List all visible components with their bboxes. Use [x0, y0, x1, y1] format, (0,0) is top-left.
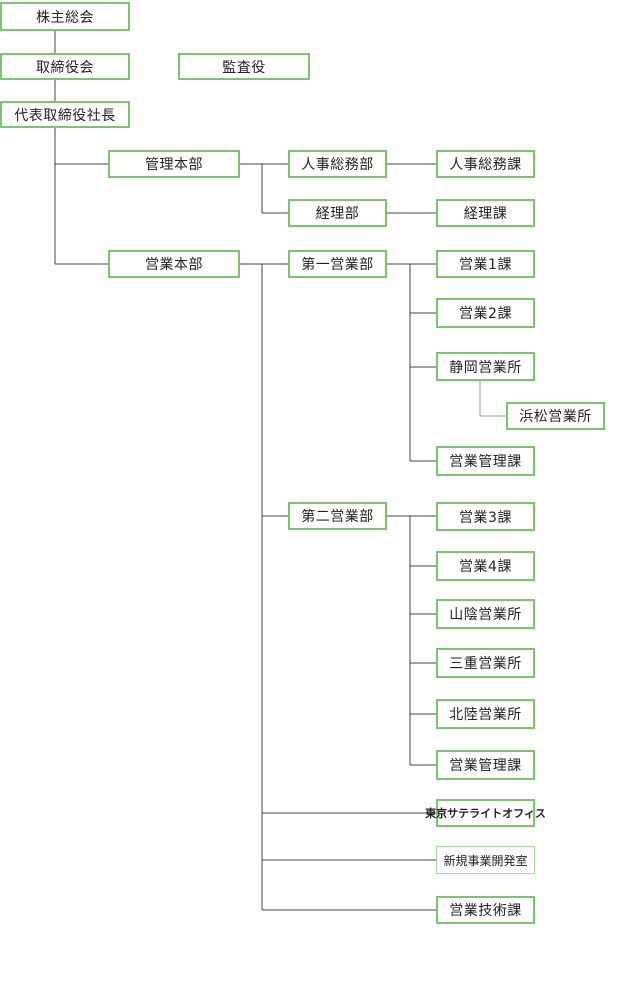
node-hamamatsu-office: 浜松営業所	[506, 402, 605, 430]
node-shizuoka-office: 静岡営業所	[436, 352, 535, 381]
node-hr-general-affairs-section: 人事総務課	[436, 150, 535, 178]
node-admin-hq: 管理本部	[108, 150, 240, 178]
node-board-of-directors: 取締役会	[0, 53, 130, 80]
node-mie-office: 三重営業所	[436, 648, 535, 678]
node-president: 代表取締役社長	[0, 101, 130, 128]
node-sales2-dept: 第二営業部	[288, 502, 387, 530]
node-sales-section-4: 営業4課	[436, 551, 535, 581]
node-sales1-dept: 第一営業部	[288, 250, 387, 278]
node-hokuriku-office: 北陸営業所	[436, 699, 535, 729]
node-accounting-dept: 経理部	[288, 199, 387, 227]
node-auditor: 監査役	[178, 53, 310, 80]
node-sales2-management-section: 営業管理課	[436, 750, 535, 780]
node-sales-section-1: 営業1課	[436, 250, 535, 278]
node-tokyo-satellite-office: 東京サテライトオフィス	[425, 799, 546, 827]
node-sales-hq: 営業本部	[108, 250, 240, 278]
node-sanin-office: 山陰営業所	[436, 599, 535, 629]
node-sales-section-2: 営業2課	[436, 298, 535, 328]
node-accounting-section: 経理課	[436, 199, 535, 227]
node-sales-engineering-section: 営業技術課	[436, 896, 535, 924]
node-shareholders-meeting: 株主総会	[0, 2, 130, 31]
node-sales1-management-section: 営業管理課	[436, 446, 535, 476]
node-sales-section-3: 営業3課	[436, 502, 535, 531]
node-new-business-development-office: 新規事業開発室	[436, 846, 535, 874]
node-hr-general-affairs-dept: 人事総務部	[288, 150, 387, 178]
